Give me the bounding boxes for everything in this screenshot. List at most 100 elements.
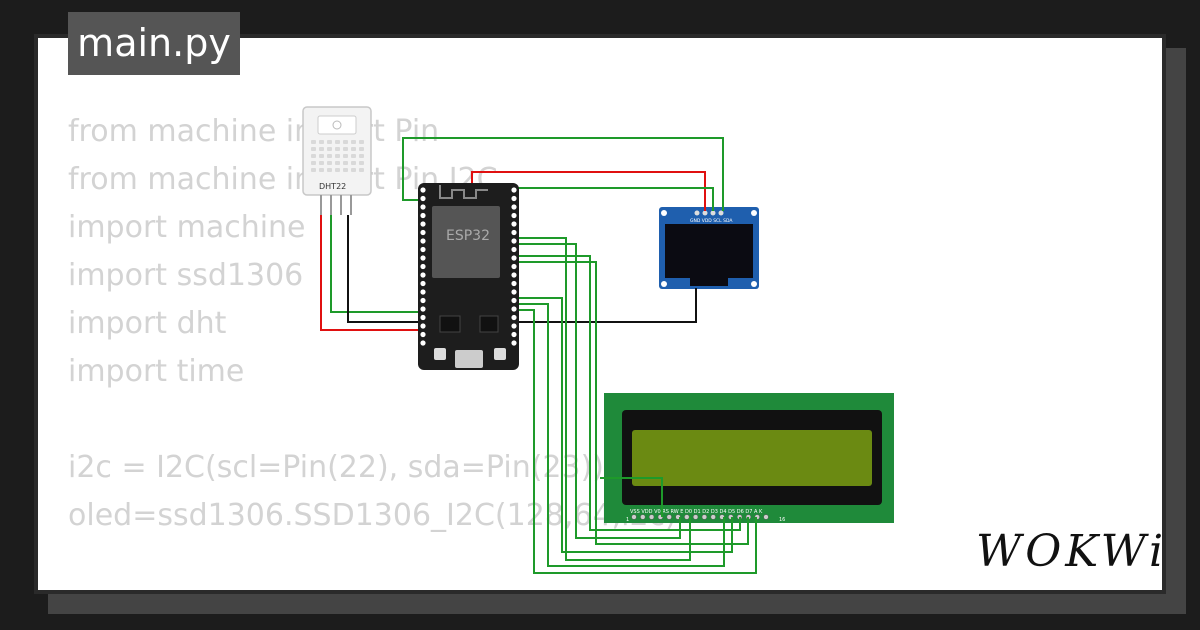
oled-display[interactable]: GND VDD SCL SDA — [659, 207, 759, 289]
esp32-pin[interactable] — [511, 331, 517, 338]
esp32-pin[interactable] — [511, 280, 517, 287]
esp32-pin[interactable] — [420, 195, 426, 202]
lcd-pin[interactable] — [763, 514, 769, 520]
code-line: import dht — [68, 306, 227, 341]
oled-pin-gnd[interactable] — [694, 210, 700, 216]
esp32-pin[interactable] — [420, 280, 426, 287]
esp32-pin[interactable] — [511, 187, 517, 193]
reset-button[interactable] — [494, 348, 506, 360]
grille-slot — [311, 147, 316, 151]
esp32-pin[interactable] — [420, 221, 426, 227]
esp32-pin[interactable] — [420, 229, 426, 236]
lcd-pin[interactable] — [648, 514, 655, 520]
esp32-pin[interactable] — [420, 314, 426, 321]
lcd-pin[interactable] — [701, 514, 708, 520]
esp32-pin[interactable] — [420, 238, 426, 244]
wire-lcd-6[interactable] — [517, 303, 725, 567]
oled-hole — [751, 281, 757, 287]
oled-pin-vdd[interactable] — [702, 210, 708, 216]
code-line: import ssd1306 — [68, 258, 304, 293]
esp32-pin[interactable] — [420, 263, 426, 270]
lcd-pin-labels: VSS VDD V0 RS RW E D0 D1 D2 D3 D4 D5 D6 … — [630, 509, 763, 515]
esp32-pin[interactable] — [420, 272, 426, 278]
esp32-pin[interactable] — [420, 323, 426, 329]
grille-slot — [311, 140, 316, 144]
esp32-pin[interactable] — [511, 212, 517, 219]
esp32-pin[interactable] — [511, 297, 517, 304]
grille-slot — [359, 168, 364, 172]
grille-slot — [351, 140, 356, 144]
esp32-pin[interactable] — [511, 255, 517, 261]
esp32-pin[interactable] — [420, 331, 426, 338]
esp32-pin[interactable] — [511, 306, 517, 312]
esp32-pin[interactable] — [420, 204, 426, 210]
lcd-pin-last: 16 — [779, 517, 785, 523]
wire-lcd-5[interactable] — [517, 297, 733, 553]
antenna-icon — [439, 185, 488, 199]
esp32-pin[interactable] — [420, 297, 426, 304]
wire-scl[interactable] — [517, 187, 714, 211]
esp32-pin[interactable] — [420, 289, 426, 295]
esp32-board[interactable]: ESP32 — [418, 183, 519, 370]
grille-slot — [319, 140, 324, 144]
wire-gnd[interactable] — [347, 215, 697, 323]
usb-chip — [479, 315, 499, 333]
wire-lcd-8[interactable] — [600, 477, 663, 517]
esp32-pin[interactable] — [511, 263, 517, 270]
esp32-pin[interactable] — [511, 340, 517, 346]
wire-lcd-7[interactable] — [517, 309, 757, 574]
grille-slot — [359, 140, 364, 144]
dht22-sensor[interactable]: DHT22 — [302, 106, 372, 215]
grille-slot — [343, 168, 348, 172]
wires — [320, 137, 757, 574]
lcd-pin[interactable] — [631, 514, 637, 520]
grille-slot — [319, 161, 324, 165]
code-line: import time — [68, 354, 245, 389]
lcd-pin[interactable] — [710, 514, 716, 520]
code-line: import machine — [68, 210, 306, 245]
esp32-module — [432, 206, 500, 278]
wire-lcd-4[interactable] — [517, 261, 749, 545]
esp32-pin[interactable] — [511, 246, 517, 253]
esp32-pin[interactable] — [511, 195, 517, 202]
esp32-pin[interactable] — [511, 314, 517, 321]
esp32-pin[interactable] — [511, 323, 517, 329]
esp32-pin[interactable] — [420, 255, 426, 261]
esp32-pin[interactable] — [420, 246, 426, 253]
esp32-pin[interactable] — [511, 204, 517, 210]
esp32-pin[interactable] — [420, 187, 426, 193]
wire-sda[interactable] — [402, 137, 724, 211]
grille-slot — [335, 168, 340, 172]
esp32-pin[interactable] — [511, 272, 517, 278]
esp32-pin[interactable] — [420, 212, 426, 219]
usb-port[interactable] — [455, 350, 483, 368]
grille-slot — [343, 147, 348, 151]
wire-dht-data[interactable] — [330, 215, 420, 313]
oled-pin-sda[interactable] — [718, 210, 724, 216]
esp32-pin[interactable] — [511, 289, 517, 295]
lcd-pin[interactable] — [640, 514, 646, 520]
esp32-pin[interactable] — [420, 306, 426, 312]
grille-slot — [327, 147, 332, 151]
lcd-pin[interactable] — [684, 514, 690, 520]
lcd-pin[interactable] — [692, 514, 699, 520]
grille-slot — [359, 161, 364, 165]
grille-slot — [319, 147, 324, 151]
wire-lcd-1[interactable] — [517, 237, 691, 561]
oled-pin-scl[interactable] — [710, 210, 716, 216]
esp32-pin[interactable] — [511, 221, 517, 227]
grille-slot — [327, 161, 332, 165]
lcd-pin[interactable] — [666, 514, 672, 520]
grille-slot — [351, 161, 356, 165]
esp32-pin[interactable] — [511, 229, 517, 236]
esp32-pin[interactable] — [420, 340, 426, 346]
lcd-screen — [632, 430, 872, 486]
file-tab[interactable]: main.py — [68, 12, 240, 75]
boot-button[interactable] — [434, 348, 446, 360]
wire-dht-vcc[interactable] — [320, 215, 420, 331]
esp32-pin[interactable] — [511, 238, 517, 244]
wire-lcd-3[interactable] — [517, 255, 741, 531]
